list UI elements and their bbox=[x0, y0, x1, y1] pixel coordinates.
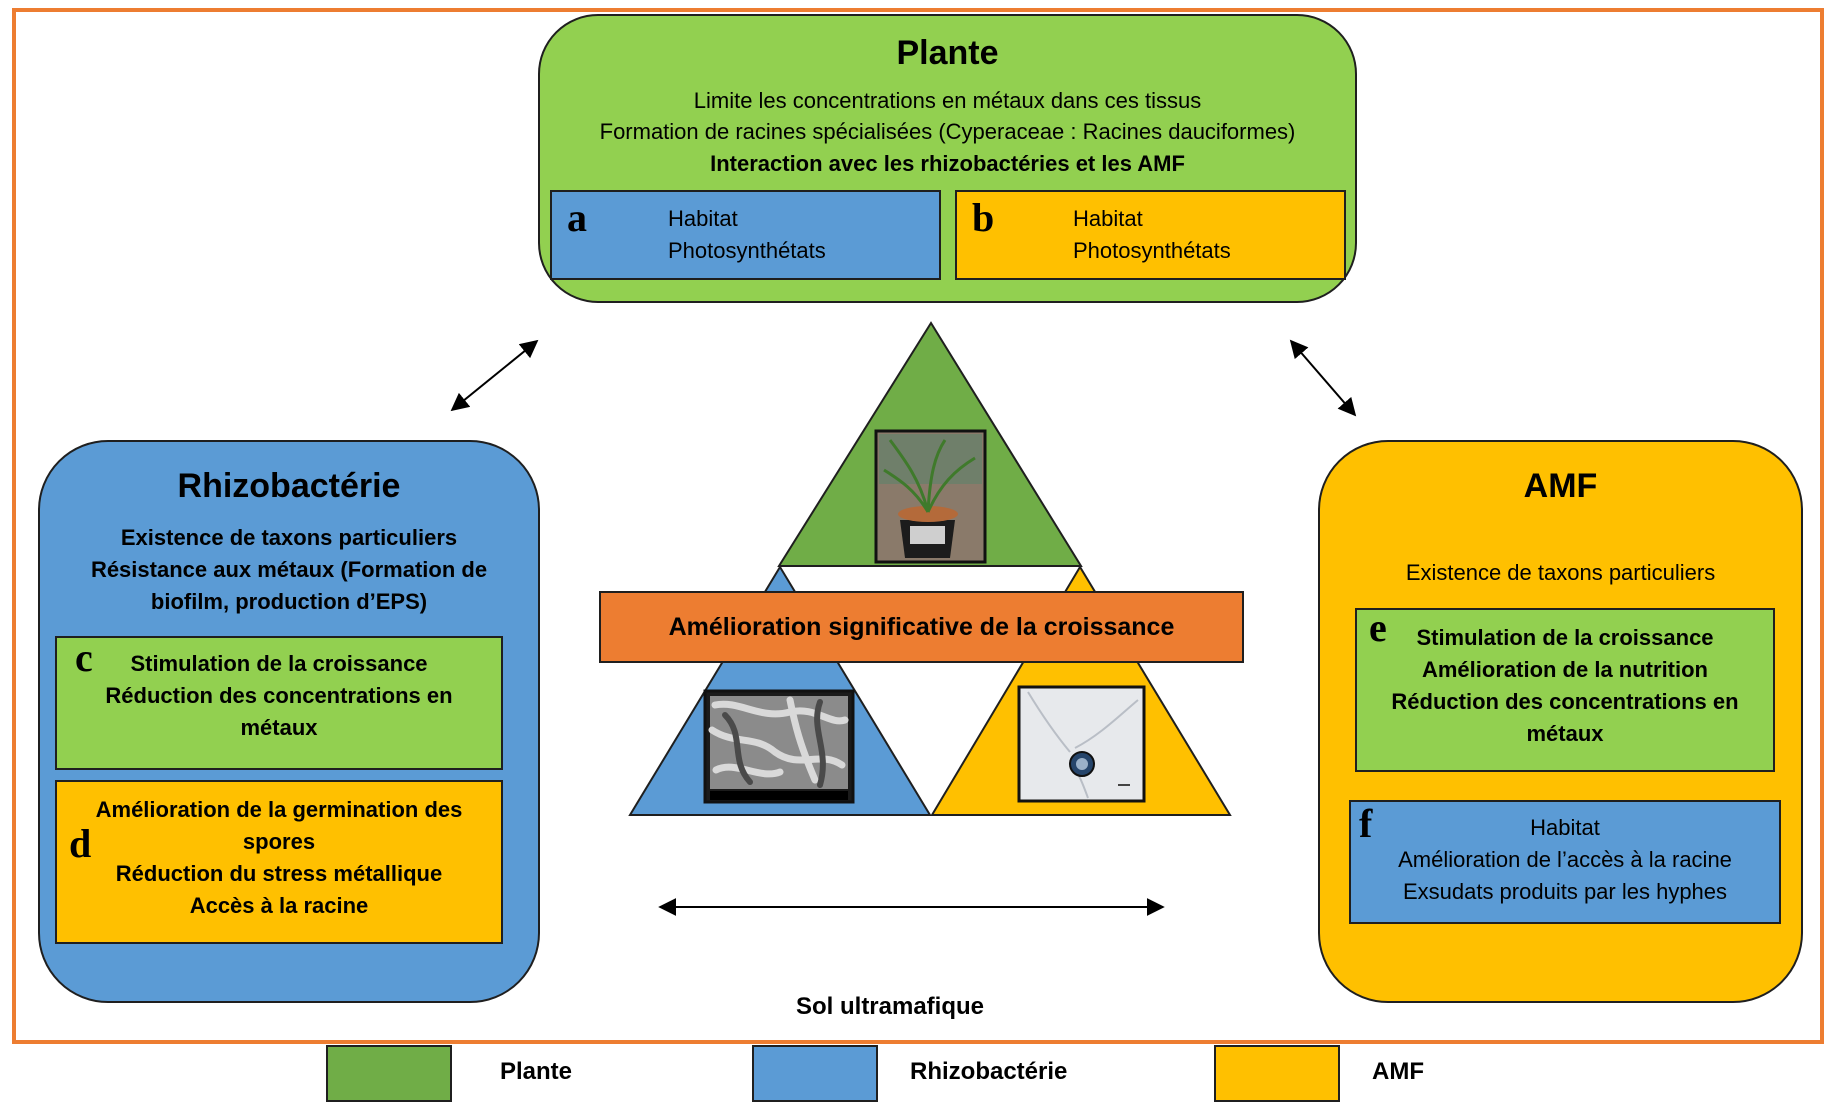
amf-title: AMF bbox=[1523, 467, 1598, 505]
rhizobacterie-line-2: Résistance aux métaux (Formation de bbox=[90, 557, 488, 582]
box-d: d Amélioration de la germination des spo… bbox=[55, 780, 503, 944]
box-e-line-4: métaux bbox=[1526, 721, 1604, 746]
spore-micrograph-icon bbox=[1017, 685, 1146, 803]
amf-line-1: Existence de taxons particuliers bbox=[1405, 560, 1716, 585]
soil-label: Sol ultramafique bbox=[795, 993, 985, 1020]
box-b-line-1: Habitat bbox=[1073, 206, 1143, 231]
box-e-line-2: Amélioration de la nutrition bbox=[1421, 657, 1708, 682]
box-d-line-1: Amélioration de la germination des bbox=[95, 797, 463, 822]
box-d-line-3: Réduction du stress métallique bbox=[115, 861, 443, 886]
box-e-line-3: Réduction des concentrations en bbox=[1391, 689, 1739, 714]
label-e: e bbox=[1369, 605, 1387, 650]
box-a: a Habitat Photosynthétats bbox=[550, 190, 941, 280]
box-c-line-1: Stimulation de la croissance bbox=[130, 651, 428, 676]
rhizobacterie-line-3: biofilm, production d’EPS) bbox=[150, 589, 428, 614]
legend-label-plante: Plante bbox=[500, 1058, 573, 1085]
label-f: f bbox=[1359, 801, 1373, 846]
bacteria-micrograph-icon bbox=[703, 689, 855, 804]
box-e-line-1: Stimulation de la croissance bbox=[1416, 625, 1714, 650]
box-b-line-2: Photosynthétats bbox=[1073, 238, 1231, 263]
box-f-line-1: Habitat bbox=[1530, 815, 1600, 840]
box-c-line-2: Réduction des concentrations en bbox=[105, 683, 453, 708]
label-d: d bbox=[69, 821, 92, 866]
plante-line-2: Formation de racines spécialisées (Cyper… bbox=[599, 119, 1296, 144]
box-e: e Stimulation de la croissance Améliorat… bbox=[1355, 608, 1775, 772]
plante-line-3: Interaction avec les rhizobactéries et l… bbox=[710, 151, 1185, 176]
rhizobacterie-line-1: Existence de taxons particuliers bbox=[120, 525, 458, 550]
box-f: f Habitat Amélioration de l’accès à la r… bbox=[1349, 800, 1781, 924]
box-a-line-2: Photosynthétats bbox=[668, 238, 826, 263]
growth-banner: Amélioration significative de la croissa… bbox=[599, 591, 1244, 663]
arrow-plante-amf bbox=[1289, 339, 1357, 417]
box-d-line-4: Accès à la racine bbox=[189, 893, 369, 918]
rhizobacterie-title: Rhizobactérie bbox=[177, 467, 401, 505]
label-a: a bbox=[567, 195, 587, 240]
box-f-line-2: Amélioration de l’accès à la racine bbox=[1398, 847, 1732, 872]
plante-title: Plante bbox=[896, 34, 999, 72]
legend-swatch-amf bbox=[1214, 1045, 1340, 1102]
legend-swatch-rhizobacterie bbox=[752, 1045, 878, 1102]
box-d-line-2: spores bbox=[242, 829, 316, 854]
box-b: b Habitat Photosynthétats bbox=[955, 190, 1346, 280]
box-f-line-3: Exsudats produits par les hyphes bbox=[1402, 879, 1728, 904]
box-c-line-3: métaux bbox=[240, 715, 318, 740]
arrow-plante-rhizobacterie bbox=[450, 339, 539, 412]
legend-swatch-plante bbox=[326, 1045, 452, 1102]
plante-line-1: Limite les concentrations en métaux dans… bbox=[693, 88, 1202, 113]
label-c: c bbox=[75, 635, 93, 680]
legend-label-amf: AMF bbox=[1372, 1058, 1424, 1085]
legend-label-rhizobacterie: Rhizobactérie bbox=[910, 1058, 1068, 1085]
box-c: c Stimulation de la croissance Réduction… bbox=[55, 636, 503, 770]
label-b: b bbox=[972, 195, 995, 240]
plant-photo-icon bbox=[874, 429, 987, 564]
box-a-line-1: Habitat bbox=[668, 206, 738, 231]
diagram-frame bbox=[12, 8, 1824, 1044]
